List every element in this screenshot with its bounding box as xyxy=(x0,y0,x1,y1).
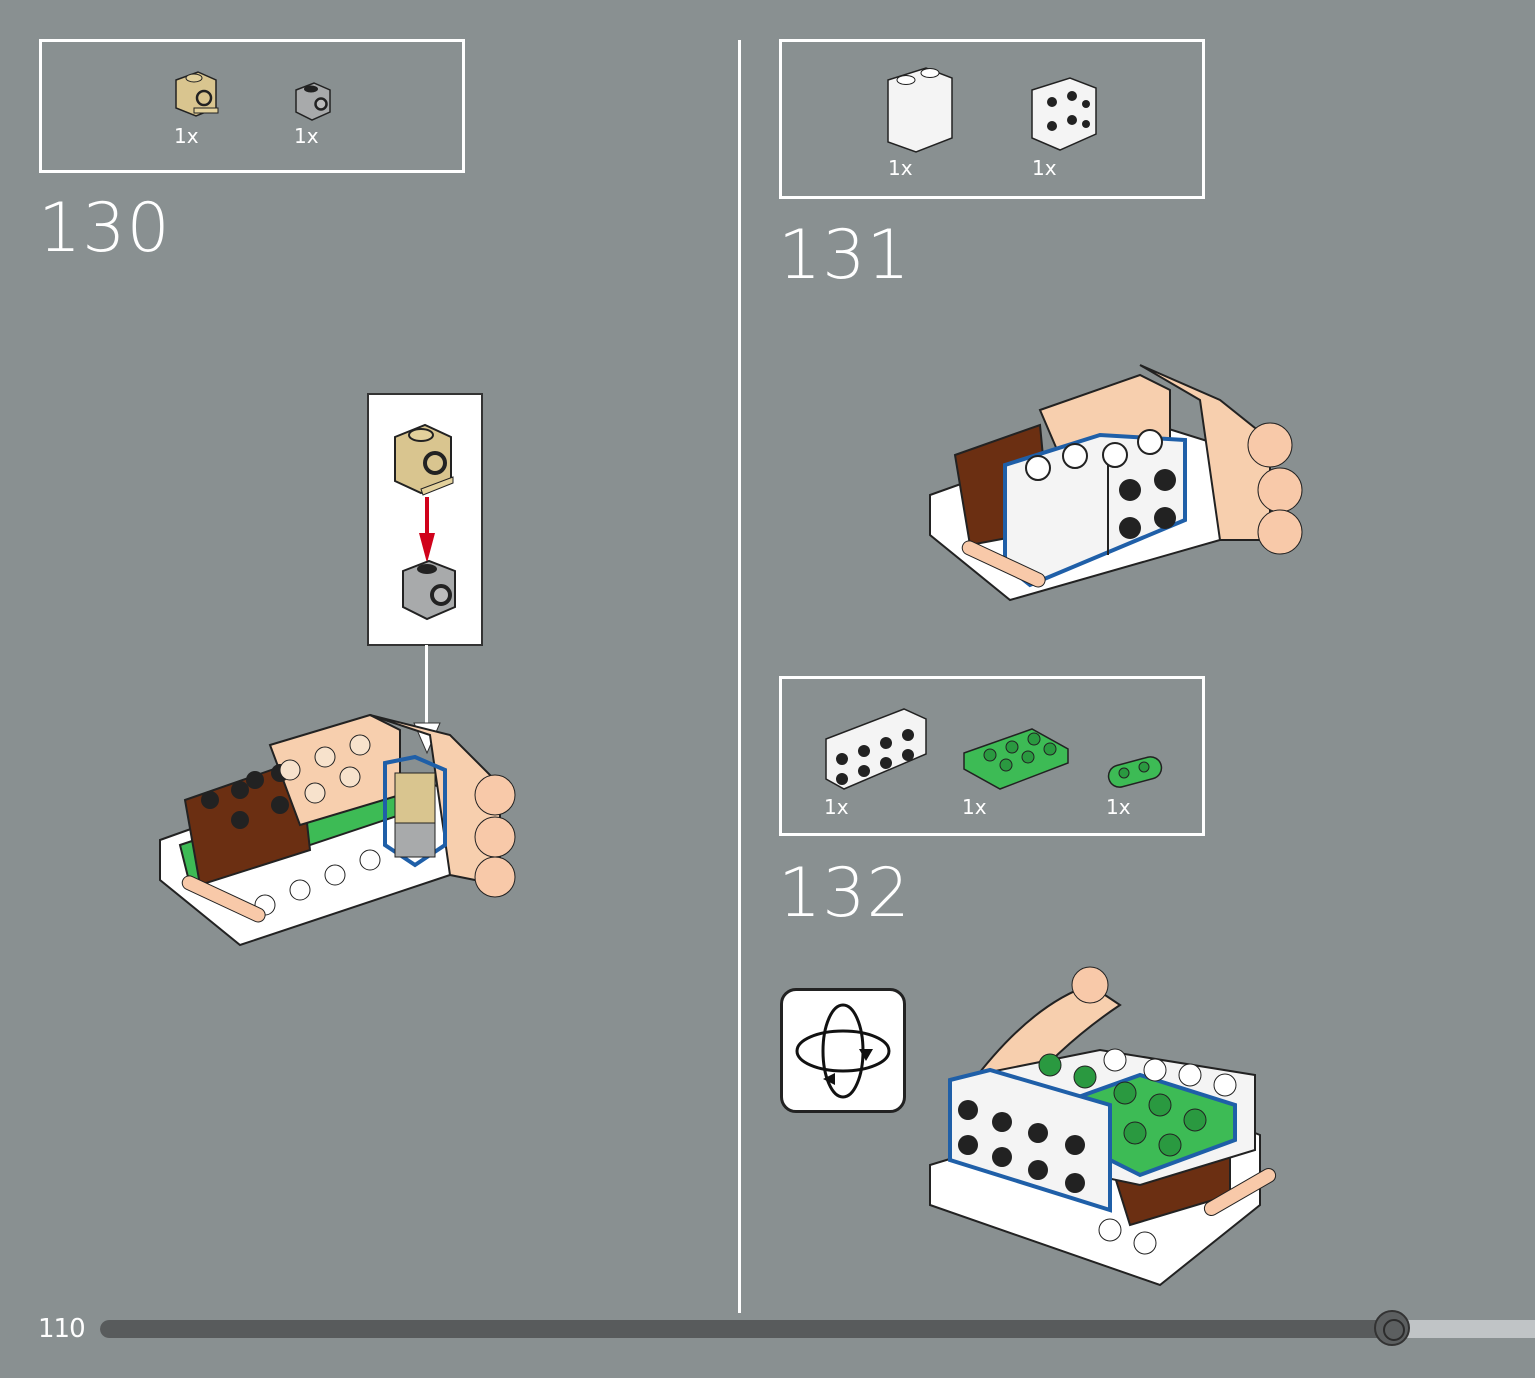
page-number: 110 xyxy=(38,1314,86,1344)
part-qty: 1x xyxy=(1106,795,1131,819)
white-bracket-plate-icon xyxy=(825,708,927,790)
tan-headlight-brick-icon xyxy=(175,71,219,117)
step-number: 132 xyxy=(778,854,911,933)
parts-box-step-132: 1x 1x 1x xyxy=(779,676,1205,836)
tan-headlight-brick-icon xyxy=(394,423,454,496)
model-step-130 xyxy=(159,713,516,947)
grey-headlight-brick-icon xyxy=(295,82,331,121)
part-qty: 1x xyxy=(174,124,199,148)
part-qty: 1x xyxy=(1032,156,1057,180)
rotate-model-icon xyxy=(780,988,906,1113)
parts-box-step-130: 1x 1x xyxy=(39,39,465,173)
step-number: 130 xyxy=(38,189,171,268)
part-qty: 1x xyxy=(888,156,913,180)
progress-fill xyxy=(100,1320,1392,1338)
grey-headlight-brick-icon xyxy=(402,559,456,621)
step-number: 131 xyxy=(778,216,911,295)
column-divider xyxy=(738,40,741,1313)
part-qty: 1x xyxy=(824,795,849,819)
white-brick-icon xyxy=(887,67,953,153)
model-step-132 xyxy=(929,966,1277,1287)
page-progress-bar[interactable] xyxy=(100,1320,1535,1338)
model-step-131 xyxy=(929,364,1303,602)
green-rounded-plate-icon xyxy=(1107,756,1163,788)
callout-box xyxy=(367,393,483,646)
progress-slider-thumb[interactable] xyxy=(1373,1310,1410,1346)
red-arrow-icon xyxy=(419,497,435,563)
parts-box-step-131: 1x 1x xyxy=(779,39,1205,199)
part-qty: 1x xyxy=(294,124,319,148)
white-side-stud-brick-icon xyxy=(1031,77,1097,151)
part-qty: 1x xyxy=(962,795,987,819)
green-plate-icon xyxy=(963,728,1069,790)
